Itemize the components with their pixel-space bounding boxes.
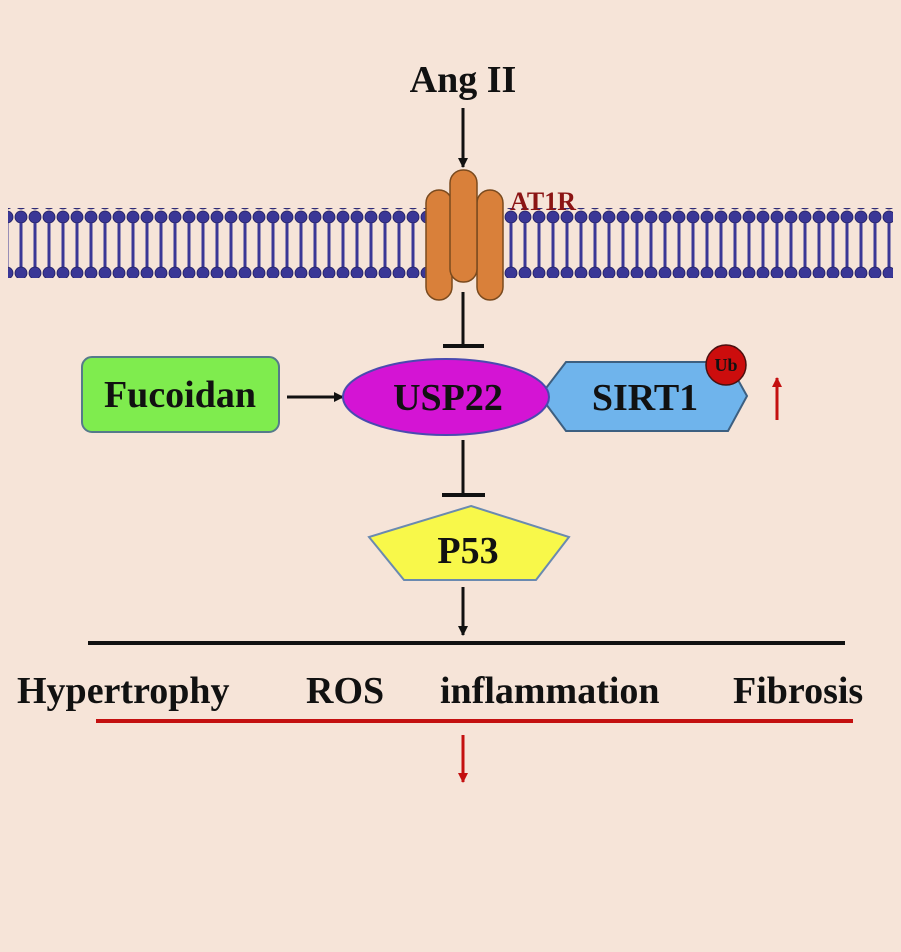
at1r-receptor — [425, 169, 504, 301]
ub-circle — [705, 344, 747, 386]
at1r-label: AT1R — [510, 187, 576, 216]
ub-label: Ub — [714, 355, 737, 375]
inhibit-p53 — [442, 440, 485, 497]
p53-label: P53 — [437, 530, 498, 572]
p53-shape — [367, 504, 571, 581]
fucoidan-box — [81, 356, 280, 433]
outcome-inflammation: inflammation — [440, 670, 660, 712]
outcome-hypertrophy: Hypertrophy — [17, 670, 230, 712]
sirt1-shape — [538, 361, 749, 432]
usp22-label: USP22 — [393, 377, 503, 419]
ang-ii-label: Ang II — [410, 59, 517, 101]
fucoidan-label: Fucoidan — [104, 374, 256, 416]
outcome-ros: ROS — [306, 670, 384, 712]
outcome-fibrosis: Fibrosis — [733, 670, 863, 712]
inhibit-usp22 — [443, 292, 484, 348]
sirt1-label: SIRT1 — [592, 377, 698, 419]
usp22-shape — [342, 358, 550, 436]
